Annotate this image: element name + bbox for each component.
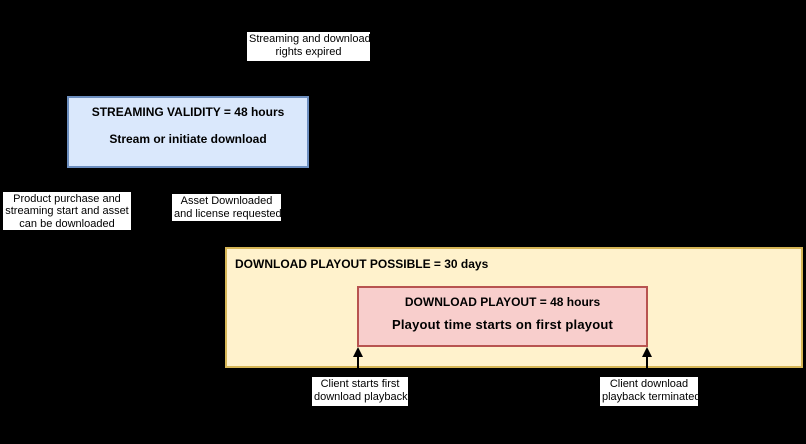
arrow-shaft (646, 355, 648, 377)
annotation-line: Client starts first (320, 378, 400, 390)
annotation-client-starts: Client starts first download playback (312, 377, 408, 406)
annotation-line: playback terminated (602, 391, 701, 403)
annotation-line: and license requested (174, 207, 282, 220)
annotation-line: rights expired (275, 46, 342, 58)
annotation-line: Client download (609, 378, 689, 390)
annotation-line: Asset Downloaded (180, 195, 273, 207)
download-playout-possible-title: DOWNLOAD PLAYOUT POSSIBLE = 30 days (235, 257, 489, 271)
annotation-line: download playback (314, 391, 408, 403)
annotation-line: Streaming and download (249, 33, 371, 45)
streaming-validity-title: STREAMING VALIDITY = 48 hours (91, 105, 285, 119)
annotation-product-purchase: Product purchase and streaming start and… (3, 192, 131, 230)
streaming-validity-subtitle: Stream or initiate download (109, 132, 267, 146)
download-playout-possible-box: DOWNLOAD PLAYOUT POSSIBLE = 30 days (225, 247, 803, 368)
annotation-asset-downloaded: Asset Downloaded and license requested (172, 194, 282, 221)
playback-terminated-arrow (642, 347, 652, 377)
arrow-up-icon (353, 347, 363, 357)
annotation-line: streaming start and asset (5, 205, 129, 218)
first-playback-arrow (353, 347, 363, 377)
annotation-client-terminated: Client download playback terminated (600, 377, 701, 406)
arrow-shaft (357, 355, 359, 377)
download-playout-title: DOWNLOAD PLAYOUT = 48 hours (404, 295, 601, 309)
annotation-rights-expired: Streaming and download rights expired (247, 32, 371, 61)
streaming-validity-box: STREAMING VALIDITY = 48 hours Stream or … (67, 96, 309, 168)
annotation-line: can be downloaded (19, 217, 115, 230)
download-playout-subtitle: Playout time starts on first playout (391, 317, 613, 332)
arrow-up-icon (642, 347, 652, 357)
download-playout-box: DOWNLOAD PLAYOUT = 48 hours Playout time… (357, 286, 648, 347)
annotation-line: Product purchase and (13, 193, 121, 205)
